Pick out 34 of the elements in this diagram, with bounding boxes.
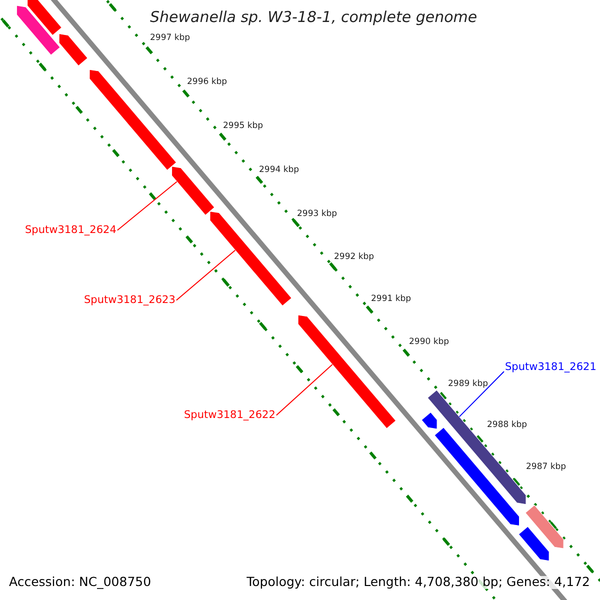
gene-feature [518, 526, 550, 562]
leader-line [176, 250, 236, 301]
scale-label: 2991 kbp [371, 295, 412, 304]
gene-feature [171, 166, 215, 216]
gene-label: Sputw3181_2624 [25, 225, 116, 236]
scale-label: 2993 kbp [297, 210, 338, 218]
gene-feature [298, 314, 396, 429]
scale-label: 2994 kbp [259, 166, 300, 174]
scale-label: 2988 kbp [487, 421, 528, 430]
leader-line [116, 181, 178, 231]
gene-feature [434, 427, 520, 526]
gene-label: Sputw3181_2622 [184, 410, 276, 420]
leader-line [458, 371, 504, 418]
scale-label: 2989 kbp [448, 380, 488, 388]
gene-feature [421, 412, 438, 430]
title: Shewanella sp. W3-18-1, complete genome [150, 10, 478, 25]
scale-label: 2996 kbp [187, 78, 228, 86]
gene-feature [27, 0, 62, 36]
gene-feature [427, 390, 526, 505]
accession-text: Accession: NC_008750 [9, 576, 152, 588]
scale-label: 2990 kbp [409, 338, 450, 346]
gene-feature [16, 5, 61, 56]
gene-feature [89, 69, 177, 171]
gene-feature [524, 504, 564, 549]
scale-label: 2987 kbp [526, 463, 566, 472]
gene-feature [210, 210, 292, 306]
gene-label: Sputw3181_2621 [505, 362, 596, 372]
gene-feature [58, 33, 88, 66]
genome-info-text: Topology: circular; Length: 4,708,380 bp; Genes: 4,172 [244, 576, 592, 588]
scale-label: 2992 kbp [334, 253, 374, 262]
scale-label: 2995 kbp [223, 122, 264, 130]
gene-label: Sputw3181_2623 [84, 295, 176, 306]
scale-label: 2997 kbp [150, 34, 190, 42]
leader-line [276, 364, 333, 416]
